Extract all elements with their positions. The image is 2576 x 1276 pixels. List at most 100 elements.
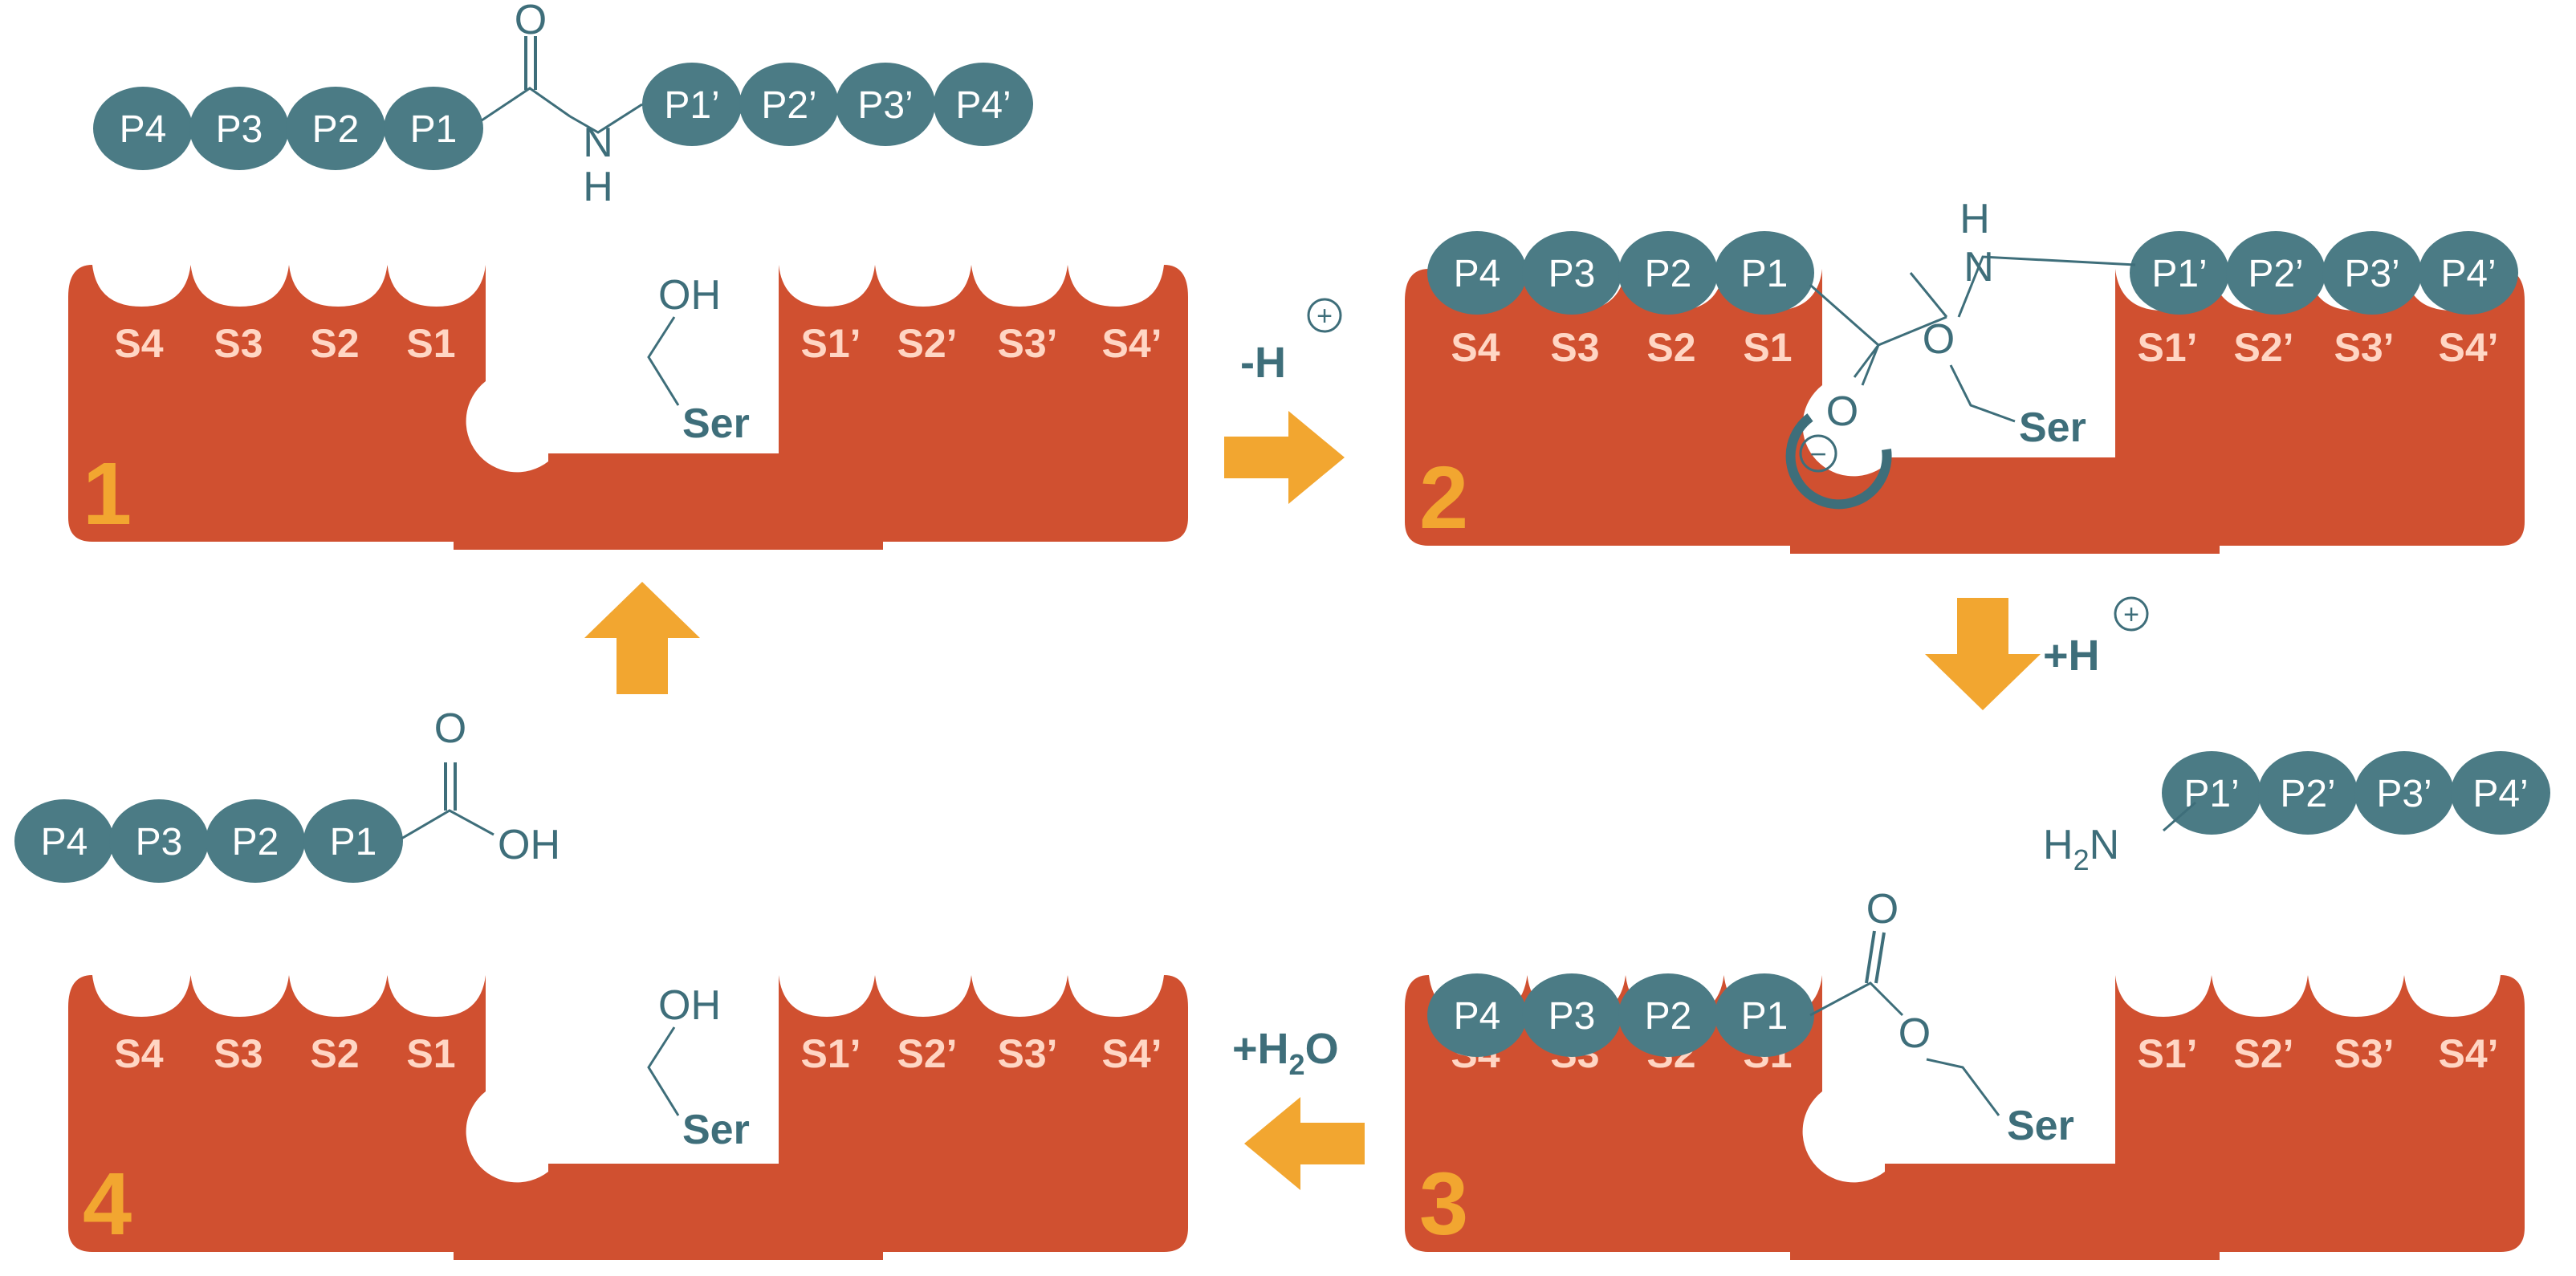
carbonyl-double-bond [524, 36, 537, 90]
acid-o-atom: O [434, 705, 466, 752]
label-minus-h-charge-circle [1307, 298, 1342, 333]
subsite-label-s2-prime: S2’ [2233, 1031, 2293, 1076]
acid-backbone [401, 809, 494, 840]
subsite-label-s4: S4 [114, 1031, 163, 1076]
minus-charge-circle [1799, 434, 1837, 473]
residue-p2-prime-bead [739, 63, 839, 146]
residue-p4-bead [1427, 231, 1527, 315]
subsite-label-s3-prime: S3’ [997, 1031, 1057, 1076]
residue-p3-prime-label: P3’ [857, 84, 913, 127]
residue-p1-label: P1 [410, 108, 458, 151]
residue-p1-prime: P1’ [2130, 231, 2229, 315]
residue-p3-prime: P3’ [836, 63, 935, 146]
residue-p3-prime-bead [836, 63, 935, 146]
residue-p1-bead [1715, 973, 1814, 1057]
subsite-label-s2: S2 [1646, 325, 1695, 370]
acyl-o-atom: O [1866, 886, 1898, 933]
label-plus-water: +H2O [1232, 1025, 1339, 1081]
serine-side-chain [647, 316, 680, 406]
residue-p1-prime-bead [642, 63, 742, 146]
step-number-1: 1 [83, 445, 132, 543]
residue-p4-prime: P4’ [2419, 231, 2518, 315]
step-number-3: 3 [1419, 1155, 1468, 1254]
c-o-bond [1853, 344, 1880, 378]
arrow-1-to-2 [1224, 411, 1345, 504]
subsite-label-s2: S2 [310, 1031, 359, 1076]
h2n-sub: 2 [2073, 843, 2090, 876]
residue-p3-bead [109, 799, 209, 883]
residue-p4-prime-label: P4’ [955, 84, 1011, 127]
residue-p2-prime: P2’ [2226, 231, 2326, 315]
acid-oh-group: OH [498, 822, 560, 868]
residue-p4-label: P4 [1454, 253, 1501, 295]
residue-p2-label: P2 [1645, 995, 1692, 1038]
residue-p2-label: P2 [312, 108, 360, 151]
amide-backbone [481, 87, 643, 134]
residue-p3-label: P3 [216, 108, 263, 151]
subsite-label-s3-prime: S3’ [2334, 325, 2394, 370]
step-number-4: 4 [83, 1155, 132, 1254]
residue-p3-bead [1522, 231, 1622, 315]
serine-label-2: Ser [2019, 404, 2086, 451]
serine-label-3: Ser [2007, 1103, 2074, 1149]
residue-p3-label: P3 [1548, 253, 1596, 295]
residue-p1: P1 [1715, 231, 1814, 315]
residue-p1-prime-bead [2130, 231, 2229, 315]
arrow-4-to-1 [584, 582, 700, 694]
residue-p3-prime-bead [2322, 231, 2422, 315]
residue-p3-prime: P3’ [2322, 231, 2422, 315]
subsite-label-s4-prime: S4’ [2438, 1031, 2498, 1076]
residue-p1-bead [303, 799, 403, 883]
serine-label-4: Ser [682, 1107, 750, 1153]
subsite-label-s4-prime: S4’ [1101, 321, 1162, 366]
subsite-label-s1-prime: S1’ [800, 321, 861, 366]
amine-bond [2163, 801, 2196, 832]
residue-p2-bead [286, 87, 385, 170]
residue-p1-prime: P1’ [642, 63, 742, 146]
oxyanion-o-atom: O [1826, 388, 1858, 435]
residue-p3-prime-label: P3’ [2376, 773, 2432, 815]
h2n-group: H2N [2043, 822, 2119, 876]
residue-p2-prime-label: P2’ [2280, 773, 2335, 815]
residue-p2-bead [206, 799, 305, 883]
residue-p1-prime: P1’ [2162, 751, 2261, 835]
arrow-3-to-4 [1244, 1097, 1365, 1190]
minus-charge-sign: − [1809, 437, 1826, 470]
residue-p4: P4 [1427, 231, 1527, 315]
residue-p4-prime-label: P4’ [2472, 773, 2528, 815]
int-h-atom: H [1959, 196, 1990, 242]
released-amine-peptide: P1’ P2’ P3’ P4’ H2N [2043, 751, 2550, 876]
subsite-label-s1-prime: S1’ [2137, 325, 2197, 370]
residue-p4-prime: P4’ [934, 63, 1033, 146]
residue-p3: P3 [1522, 231, 1622, 315]
h2n-h: H [2043, 822, 2073, 868]
hydroxyl-label: OH [658, 272, 721, 319]
serine-side-chain-4 [647, 1026, 680, 1116]
residue-p1-label: P1 [1741, 253, 1789, 295]
residue-p2-label: P2 [232, 821, 279, 864]
residue-p1: P1 [1715, 973, 1814, 1057]
residue-p4-label: P4 [120, 108, 167, 151]
residue-p4: P4 [93, 87, 193, 170]
residue-p3-prime: P3’ [2354, 751, 2454, 835]
residue-p2: P2 [286, 87, 385, 170]
int-n-atom: N [1964, 244, 1994, 291]
subsite-label-s2-prime: S2’ [897, 1031, 957, 1076]
subsite-label-s1-prime: S1’ [2137, 1031, 2197, 1076]
residue-p4: P4 [1427, 973, 1527, 1057]
residue-p2: P2 [1618, 231, 1718, 315]
label-minus-h-charge-sign: + [1316, 301, 1333, 331]
subsite-label-s1: S1 [406, 1031, 455, 1076]
subsite-label-s3: S3 [214, 1031, 262, 1076]
residue-p3-prime-bead [2354, 751, 2454, 835]
residue-p3-bead [1522, 973, 1622, 1057]
label-minus-h: -H [1240, 339, 1286, 387]
oxyanion-hole-ring [1785, 413, 1892, 510]
residue-p4-prime-bead [2419, 231, 2518, 315]
label-plus-h-charge-circle [2114, 596, 2149, 632]
residue-p1-prime-bead [2162, 751, 2261, 835]
